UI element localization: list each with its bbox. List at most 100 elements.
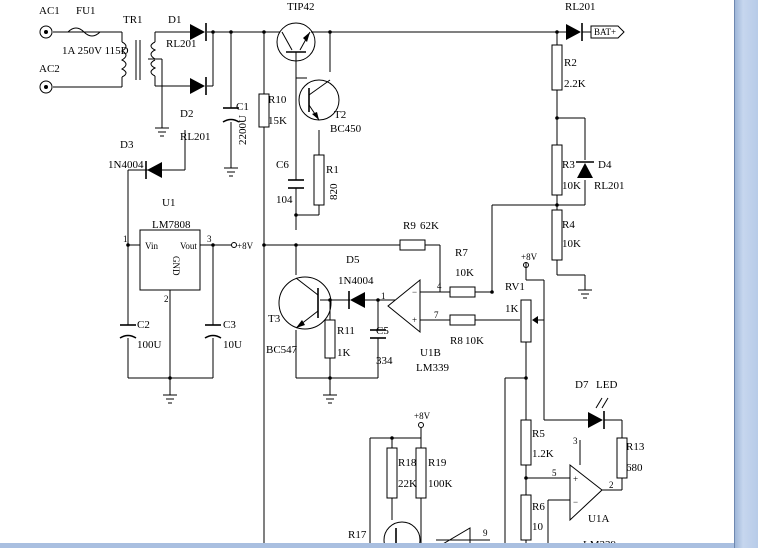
gnd-label: GND: [171, 256, 181, 276]
c3-label: C3: [223, 319, 236, 331]
c6-value-label: 104: [276, 194, 293, 206]
r11-value-label: 1K: [337, 347, 351, 359]
c2-capacitor-icon: [119, 324, 137, 339]
component-labels: AC1 AC2 FU1 1A 250V 115D TR1 D1 RL201 D2…: [39, 1, 645, 551]
c3-capacitor-icon: [204, 324, 222, 339]
r19-label: R19: [428, 457, 447, 469]
u1b-label: U1B: [420, 347, 441, 359]
ac1-terminal-icon: [39, 25, 53, 39]
led-label: LED: [596, 379, 617, 391]
fu1-label: FU1: [76, 5, 96, 17]
r1-label: R1: [326, 164, 339, 176]
r2-label: R2: [564, 57, 577, 69]
r13-value-label: 680: [626, 462, 643, 474]
r3-value-label: 10K: [562, 180, 581, 192]
lm7808-regulator-icon: [139, 229, 201, 291]
ground-icon: [155, 127, 592, 404]
d7-label: D7: [575, 379, 589, 391]
ac2-terminal-icon: [39, 80, 53, 94]
plus8v-a-label: +8V: [237, 241, 254, 251]
u1c-comparator-icon: [435, 527, 471, 549]
r5-value-label: 1.2K: [532, 448, 554, 460]
t1-label: TIP42: [287, 1, 315, 13]
r10-label: R10: [268, 94, 287, 106]
d1-label: D1: [168, 14, 181, 26]
r8-value-label: 10K: [465, 335, 484, 347]
r13-label: R13: [626, 441, 645, 453]
pin2-label: 2: [164, 294, 169, 304]
d4-diode-icon: [576, 161, 594, 178]
r2-resistor-icon: [551, 44, 563, 91]
c5-value-label: 334: [376, 355, 393, 367]
u1a-label: U1A: [588, 513, 609, 525]
svg-text:−: −: [573, 497, 578, 507]
r4-value-label: 10K: [562, 238, 581, 250]
r18-resistor-icon: [386, 447, 398, 499]
svg-text:+: +: [412, 315, 417, 325]
r18-label: R18: [398, 457, 417, 469]
plus8v-b-label: +8V: [521, 252, 538, 262]
r13-resistor-icon: [616, 437, 628, 479]
svg-text:+: +: [573, 474, 578, 484]
r7-value-label: 10K: [455, 267, 474, 279]
u1-label: U1: [162, 197, 175, 209]
plus8v-a-terminal-icon: [231, 242, 237, 248]
fuse-icon: [67, 27, 101, 37]
r8-resistor-icon: [449, 314, 476, 326]
d3-value-label: 1N4004: [108, 159, 144, 171]
u1b-pin7-label: 7: [434, 310, 439, 320]
d4-label: D4: [598, 159, 612, 171]
pin9-label: 9: [483, 528, 488, 538]
r11-label: R11: [337, 325, 355, 337]
r9-value-label: 62K: [420, 220, 439, 232]
window-bottom-edge: [0, 543, 734, 548]
r3-label: R3: [562, 159, 575, 171]
d5-value-label: 1N4004: [338, 275, 374, 287]
r17-label: R17: [348, 529, 367, 541]
tr1-label: TR1: [123, 14, 143, 26]
d2-diode-icon: [190, 77, 207, 95]
bat-label: BAT+: [594, 27, 616, 37]
r11-resistor-icon: [324, 319, 336, 359]
r10-value-label: 15K: [268, 115, 287, 127]
pin3-label: 3: [207, 234, 212, 244]
r3-resistor-icon: [551, 144, 563, 196]
r1-value-label: 820: [328, 183, 340, 200]
t1-transistor-icon: [276, 22, 316, 62]
c5-label: C5: [376, 325, 389, 337]
u1b-pin4-label: 4: [437, 281, 442, 291]
d2-value-label: RL201: [180, 131, 211, 143]
window-side-panel: [734, 0, 758, 548]
d5-diode-icon: [348, 291, 365, 309]
d1-value-label: RL201: [166, 38, 197, 50]
vin-label: Vin: [145, 241, 158, 251]
plus8v-c-label: +8V: [414, 411, 431, 421]
rv1-wiper-icon: [532, 316, 544, 324]
c1-capacitor-icon: [222, 107, 240, 123]
schematic-canvas: − + + − AC1 AC2 FU1 1A 250V 115D TR1 D1 …: [39, 1, 645, 553]
d1-diode-icon: [190, 23, 207, 41]
r19-value-label: 100K: [428, 478, 453, 490]
c6-capacitor-icon: [288, 179, 304, 189]
rv1-label: RV1: [505, 281, 525, 293]
plus8v-c-terminal-icon: [418, 422, 424, 428]
r18-value-label: 22K: [398, 478, 417, 490]
r9-label: R9: [403, 220, 416, 232]
r2-value-label: 2.2K: [564, 78, 586, 90]
vout-label: Vout: [180, 241, 197, 251]
fuse-value-label: 1A 250V 115D: [62, 45, 129, 57]
c1-value-label: 2200U: [237, 115, 249, 145]
r10-resistor-icon: [258, 93, 270, 128]
wires: [53, 31, 623, 548]
r1-resistor-icon: [313, 154, 325, 206]
c5-capacitor-icon: [370, 329, 386, 339]
rl201-output-label: RL201: [565, 1, 596, 13]
c2-value-label: 100U: [137, 339, 162, 351]
t3-transistor-icon: [278, 276, 332, 330]
r5-resistor-icon: [520, 419, 532, 466]
rv1-value-label: 1K: [505, 303, 519, 315]
bat-terminal-icon: [590, 25, 625, 39]
d3-diode-icon: [145, 130, 186, 179]
c2-label: C2: [137, 319, 150, 331]
